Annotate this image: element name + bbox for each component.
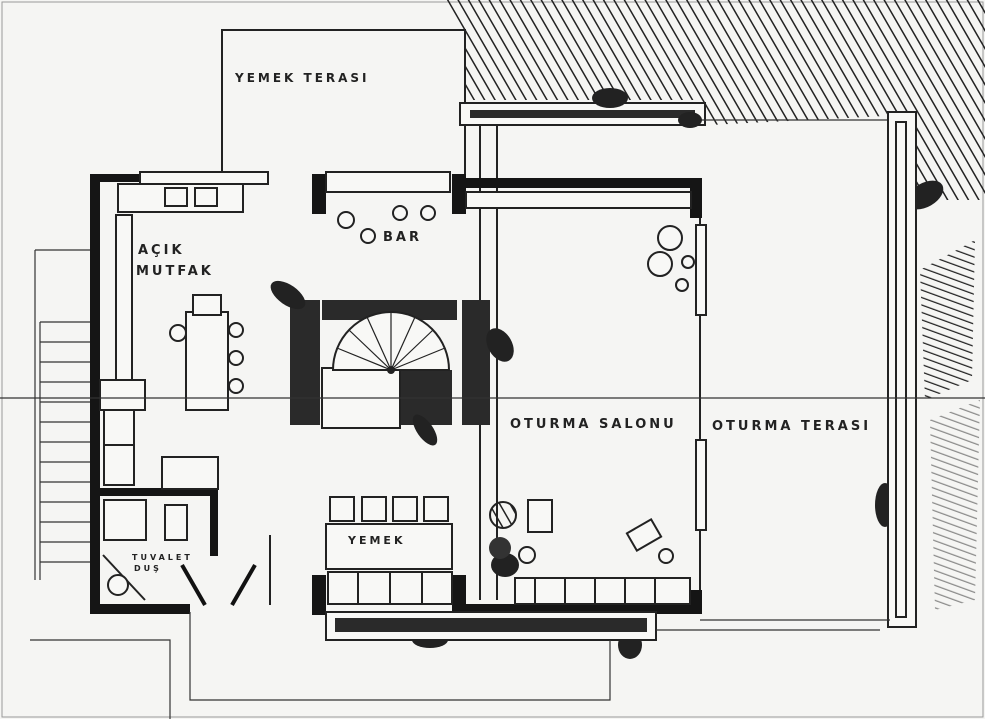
- wc-label-2: DUŞ: [134, 564, 162, 573]
- pergola: [459, 102, 890, 600]
- kitchen-label-2: MUTFAK: [136, 264, 214, 279]
- wc-label-1: TUVALET: [132, 553, 193, 562]
- kitchen-table: [161, 294, 244, 490]
- living-seating: [489, 499, 691, 605]
- spiral-staircase: [290, 300, 490, 429]
- living-room-label: OTURMA SALONU: [510, 417, 677, 432]
- living-terrace-label: OTURMA TERASI: [712, 419, 871, 434]
- dining-terrace: YEMEK TERASI: [221, 29, 466, 175]
- bar-label: BAR: [383, 230, 422, 245]
- kitchen-counter: [99, 171, 692, 486]
- wc: TUVALET DUŞ: [102, 499, 271, 606]
- bar: BAR: [337, 205, 436, 245]
- terrace-wall: [0, 111, 985, 628]
- dining-area: YEMEK: [325, 496, 453, 605]
- kitchen-label-1: AÇIK: [138, 243, 185, 258]
- exterior-walls: [90, 174, 707, 615]
- hatched-landscape: [440, 0, 985, 610]
- dining-terrace-label: YEMEK TERASI: [234, 71, 370, 85]
- lower-planter: [30, 611, 880, 719]
- corner-seating: [647, 225, 695, 292]
- dining-label: YEMEK: [347, 534, 405, 547]
- exterior-stairs: [34, 249, 90, 580]
